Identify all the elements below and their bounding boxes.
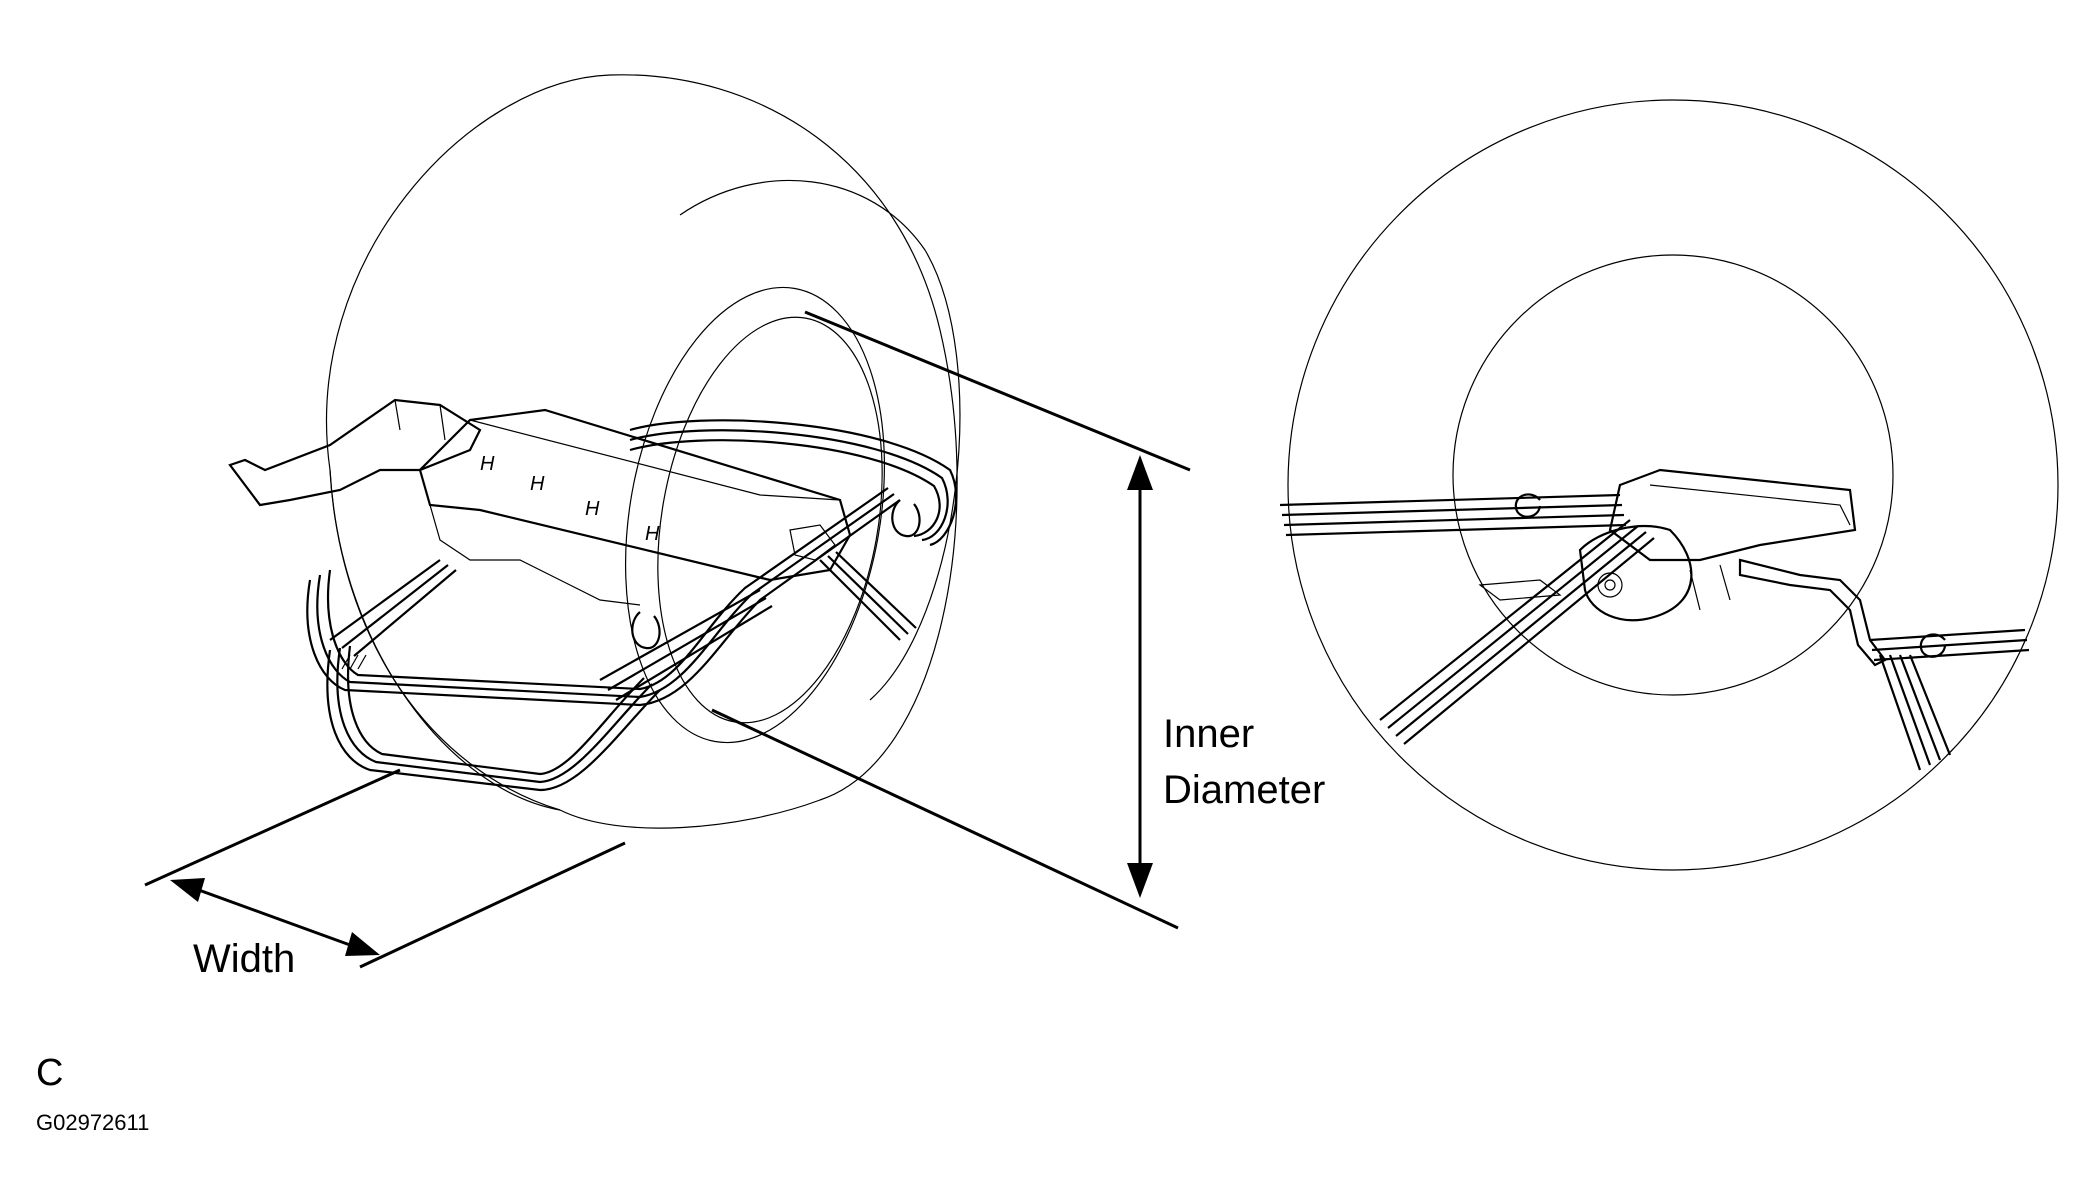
inner-diameter-label-line2: Diameter bbox=[1163, 768, 1325, 812]
inner-diameter-label-line1: Inner bbox=[1163, 712, 1254, 756]
airbag-module-icon: H H H H bbox=[228, 398, 852, 606]
dimension-arrow-icon bbox=[170, 878, 380, 956]
inner-diameter-dimension bbox=[711, 310, 1191, 930]
figure-code: G02972611 bbox=[36, 1110, 149, 1135]
svg-text:H: H bbox=[480, 453, 495, 475]
wire-tie-icon bbox=[1279, 493, 2030, 771]
panel-letter: C bbox=[36, 1052, 63, 1094]
svg-text:H: H bbox=[645, 523, 660, 545]
tire-icon bbox=[325, 74, 961, 829]
airbag-module-icon bbox=[1478, 468, 1887, 667]
dimension-arrow-icon bbox=[1127, 455, 1153, 898]
right-tire-assembly bbox=[1279, 99, 2059, 871]
width-label: Width bbox=[193, 937, 295, 981]
svg-text:H: H bbox=[585, 498, 600, 520]
tire-icon bbox=[1287, 99, 2059, 871]
left-tire-assembly: H H H H bbox=[228, 74, 961, 829]
wire-tie-icon bbox=[306, 419, 958, 792]
svg-text:H: H bbox=[530, 473, 545, 495]
width-dimension bbox=[144, 768, 626, 969]
